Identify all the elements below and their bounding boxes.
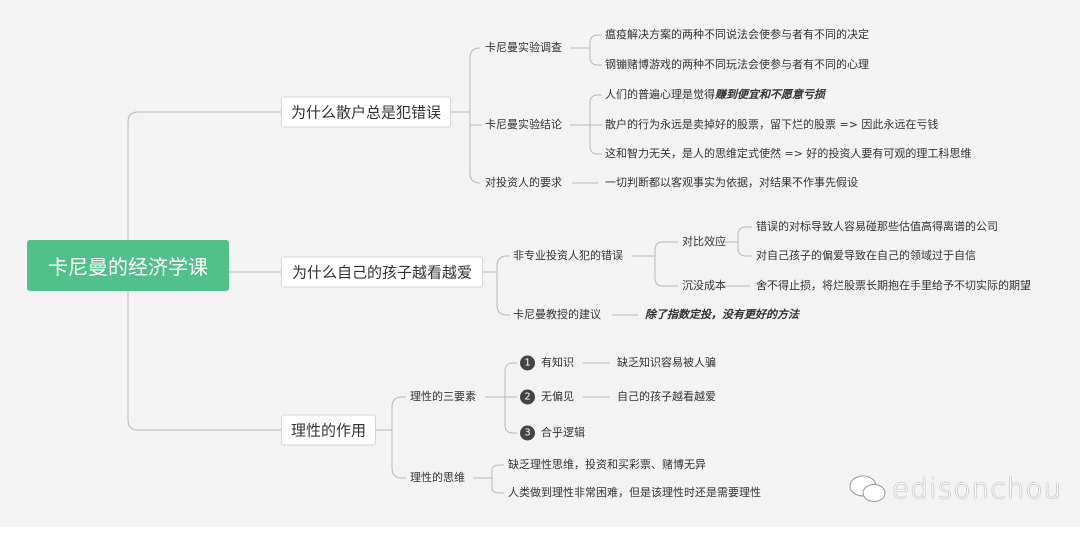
- leaf: 对自己孩子的偏爱导致在自己的领域过于自信: [756, 249, 976, 262]
- node-investor-requirement[interactable]: 对投资人的要求: [485, 176, 562, 189]
- leaf: 这和智力无关，是人的思维定式使然 => 好的投资人要有可观的理工科思维: [605, 147, 972, 160]
- leaf: 缺乏理性思维，投资和买彩票、赌博无异: [508, 458, 706, 471]
- node-contrast-effect[interactable]: 对比效应: [682, 235, 726, 248]
- leaf: 钢镚赌博游戏的两种不同玩法会使参与者有不同的心理: [605, 58, 869, 71]
- root-label: 卡尼曼的经济学课: [48, 255, 208, 279]
- leaf-text: 人们的普遍心理是觉得: [605, 88, 715, 101]
- leaf: 人们的普遍心理是觉得赚到便宜和不愿意亏损: [605, 88, 825, 102]
- leaf: 人类做到理性非常困难，但是该理性时还是需要理性: [508, 486, 761, 499]
- node-kahneman-conclusion[interactable]: 卡尼曼实验结论: [485, 118, 562, 131]
- node-unbiased[interactable]: 无偏见: [541, 390, 574, 403]
- branch-label: 理性的作用: [290, 421, 366, 440]
- branch-label: 为什么散户总是犯错误: [290, 103, 441, 122]
- node-rational-thinking[interactable]: 理性的思维: [410, 471, 465, 484]
- number-badge-2: 2: [520, 389, 535, 405]
- branch-node-own-child[interactable]: 为什么自己的孩子越看越爱: [281, 256, 483, 288]
- node-kahneman-survey[interactable]: 卡尼曼实验调查: [485, 41, 562, 54]
- node-three-elements[interactable]: 理性的三要素: [410, 390, 476, 403]
- leaf-emphasis: 赚到便宜和不愿意亏损: [715, 88, 825, 101]
- leaf: 错误的对标导致人容易碰那些估值高得离谱的公司: [756, 220, 998, 233]
- node-professor-advice[interactable]: 卡尼曼教授的建议: [513, 308, 601, 321]
- root-node[interactable]: 卡尼曼的经济学课: [27, 240, 229, 291]
- bottom-strip: [0, 527, 1080, 533]
- branch-node-retail-mistakes[interactable]: 为什么散户总是犯错误: [281, 96, 451, 128]
- watermark: edisonchou: [892, 472, 1063, 505]
- leaf: 缺乏知识容易被人骗: [617, 356, 716, 369]
- leaf: 一切判断都以客观事实为依据，对结果不作事先假设: [605, 176, 858, 189]
- leaf: 舍不得止损，将烂股票长期抱在手里给予不切实际的期望: [756, 279, 1031, 292]
- branch-label: 为什么自己的孩子越看越爱: [291, 263, 472, 282]
- leaf-advice: 除了指数定投，没有更好的方法: [645, 308, 799, 321]
- branch-node-rationality[interactable]: 理性的作用: [281, 414, 376, 446]
- node-logical[interactable]: 合乎逻辑: [541, 426, 585, 439]
- leaf: 自己的孩子越看越爱: [617, 390, 716, 403]
- number-badge-1: 1: [520, 355, 535, 371]
- node-knowledge[interactable]: 有知识: [541, 356, 574, 369]
- leaf: 散户的行为永远是卖掉好的股票，留下烂的股票 => 因此永远在亏钱: [605, 118, 939, 131]
- number-badge-3: 3: [520, 425, 535, 441]
- leaf: 瘟疫解决方案的两种不同说法会使参与者有不同的决定: [605, 28, 869, 41]
- node-amateur-mistakes[interactable]: 非专业投资人犯的错误: [513, 249, 623, 262]
- node-sunk-cost[interactable]: 沉没成本: [682, 279, 726, 292]
- wechat-icon: [849, 475, 886, 502]
